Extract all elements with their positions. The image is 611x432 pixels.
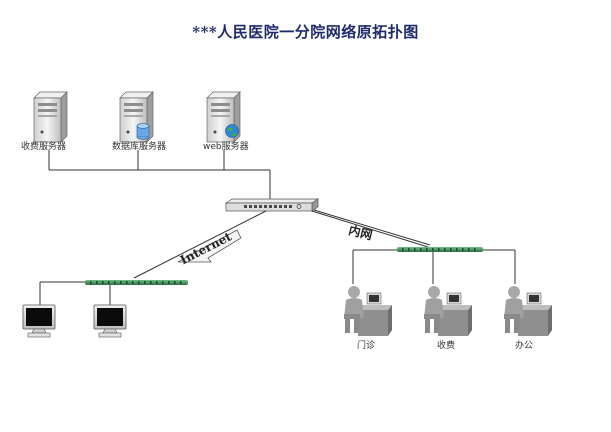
globe-badge-icon: [225, 124, 239, 138]
internet-link-bolt: [177, 229, 242, 263]
core-switch-icon: [224, 198, 320, 212]
diagram-title: ***人民医院一分院网络原拓扑图: [192, 23, 419, 41]
web-server-icon: [206, 91, 241, 143]
workstation-icon-billing: [424, 286, 472, 336]
left-hub-bar: [85, 280, 188, 285]
database-badge-icon: [136, 123, 150, 140]
right-hub-bar: [397, 247, 483, 252]
office-label: 办公: [515, 341, 534, 351]
right-hub-wiring: [352, 249, 516, 284]
left-hub-wiring: [39, 281, 111, 305]
switch-uplinks: [133, 209, 431, 279]
billing-dept-label: 收费: [437, 341, 456, 351]
outpatient-label: 门诊: [357, 341, 376, 351]
database-server-icon: [119, 91, 154, 143]
database-server-label: 数据库服务器: [112, 142, 167, 152]
billing-server-label: 收费服务器: [21, 142, 67, 152]
workstation-icon-office: [504, 286, 552, 336]
web-server-label: web服务器: [203, 142, 249, 152]
workstation-icon-outpatient: [344, 286, 392, 336]
client-monitor-icon-1: [22, 304, 56, 338]
client-monitor-icon-2: [93, 304, 127, 338]
server-bus: [48, 150, 271, 201]
billing-server-icon: [33, 91, 68, 143]
